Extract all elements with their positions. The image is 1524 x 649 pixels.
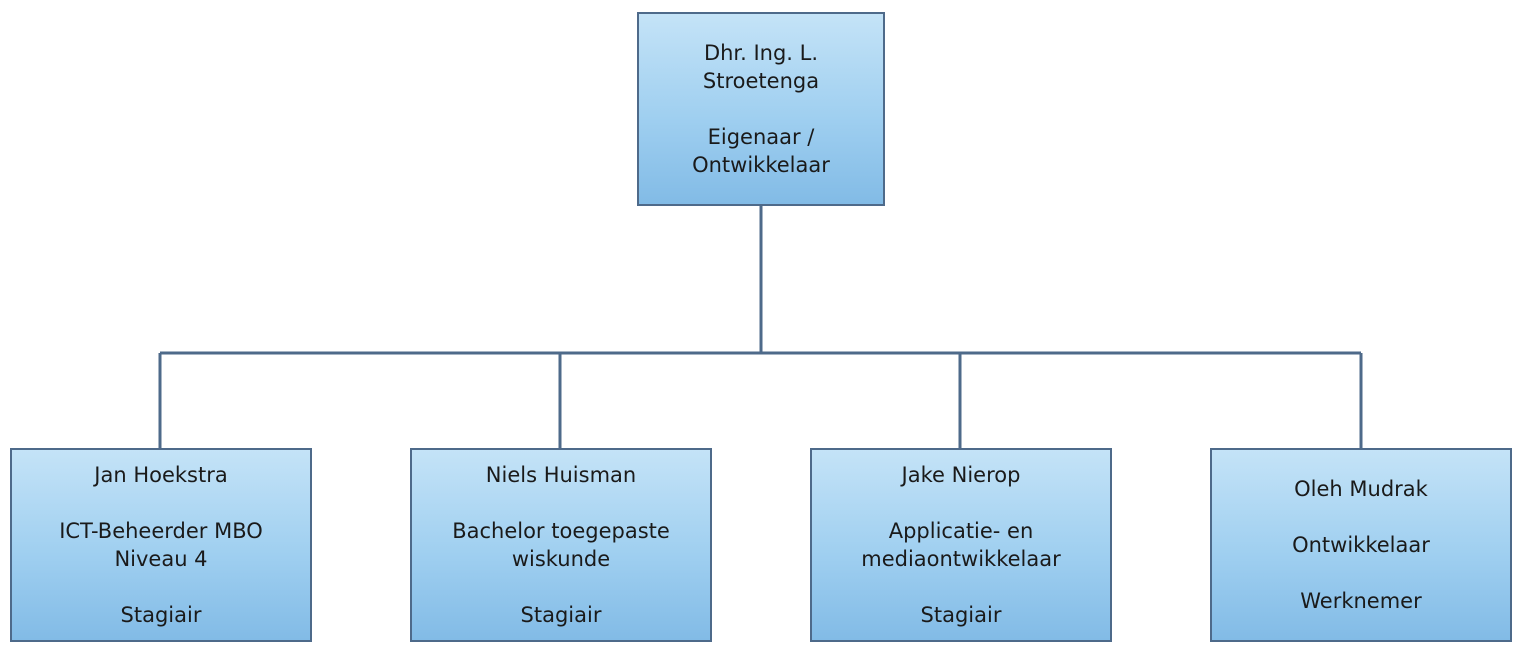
node-title: Ontwikkelaar [1292,533,1430,557]
node-education-line1: ICT-Beheerder MBO [59,519,263,543]
root-name-line2: Stroetenga [702,69,820,93]
node-education-line2: Niveau 4 [114,547,208,571]
node-role: Stagiair [920,603,1002,627]
node-education-line2: mediaontwikkelaar [861,547,1061,571]
org-node-root: Dhr. Ing. L. Stroetenga Eigenaar / Ontwi… [637,12,885,206]
node-education-line1: Bachelor toegepaste [452,519,670,543]
root-role-line2: Ontwikkelaar [692,153,830,177]
node-name: Jan Hoekstra [94,463,228,487]
node-name: Niels Huisman [485,463,637,487]
root-name-line1: Dhr. Ing. L. [703,41,819,65]
org-node-jake-nierop: Jake Nierop Applicatie- en mediaontwikke… [810,448,1112,642]
node-role: Stagiair [520,603,602,627]
node-role: Stagiair [120,603,202,627]
node-name: Jake Nierop [901,463,1021,487]
node-education-line2: wiskunde [511,547,611,571]
org-node-oleh-mudrak: Oleh Mudrak Ontwikkelaar Werknemer [1210,448,1512,642]
node-name: Oleh Mudrak [1294,477,1428,501]
node-education-line1: Applicatie- en [888,519,1034,543]
root-role-line1: Eigenaar / [707,125,815,149]
node-role: Werknemer [1300,589,1422,613]
org-node-niels-huisman: Niels Huisman Bachelor toegepaste wiskun… [410,448,712,642]
org-node-jan-hoekstra: Jan Hoekstra ICT-Beheerder MBO Niveau 4 … [10,448,312,642]
